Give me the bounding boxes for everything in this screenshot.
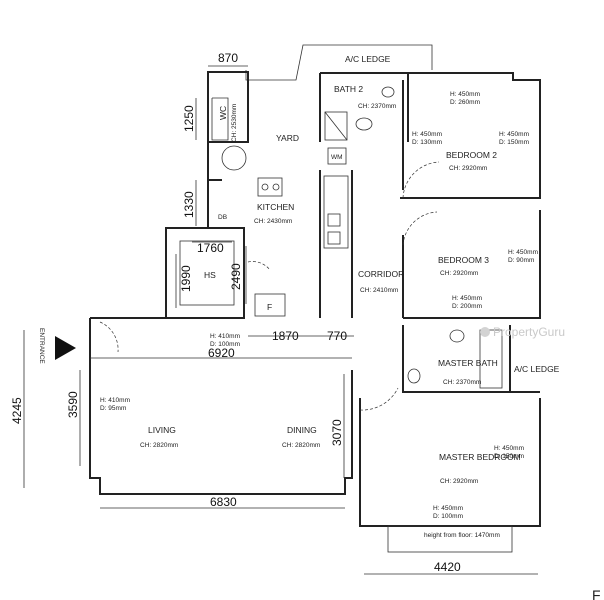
label-wc: WC: [218, 106, 228, 120]
label-living: LIVING: [148, 425, 176, 435]
label-f: F: [267, 302, 272, 312]
label-living-d: D: 95mm: [100, 405, 126, 412]
label-bedroom2: BEDROOM 2: [446, 150, 497, 160]
label-bed3-h1: H: 450mm: [508, 249, 538, 256]
label-master-bedroom-ch: CH: 2920mm: [440, 478, 478, 485]
dim-2490: 2490: [229, 263, 243, 290]
dim-1330: 1330: [182, 191, 196, 218]
label-bed2-d3: D: 150mm: [499, 139, 529, 146]
label-entrance: ENTRANCE: [38, 328, 45, 364]
master-bath-toilet-icon: [407, 368, 421, 384]
dim-1250: 1250: [182, 105, 196, 132]
dim-6830: 6830: [210, 495, 237, 509]
label-height-from-floor: height from floor: 1470mm: [424, 532, 500, 539]
label-bath2-ch: CH: 2370mm: [358, 103, 396, 110]
dim-1760: 1760: [197, 241, 224, 255]
label-master-bath: MASTER BATH: [438, 358, 498, 368]
label-bath2: BATH 2: [334, 84, 363, 94]
watermark: PropertyGuru: [480, 322, 565, 342]
label-corridor: CORRIDOR: [358, 269, 404, 279]
label-living-h: H: 410mm: [100, 397, 130, 404]
label-yard: YARD: [276, 133, 299, 143]
label-bed2-h2: H: 450mm: [412, 131, 442, 138]
bath2-basin-icon: [381, 86, 395, 98]
label-bed2-d2: D: 130mm: [412, 139, 442, 146]
label-bedroom2-ch: CH: 2920mm: [449, 165, 487, 172]
label-kitchen: KITCHEN: [257, 202, 294, 212]
label-bed3-d1: D: 90mm: [508, 257, 534, 264]
wc-toilet-icon: [221, 145, 247, 171]
dim-4420: 4420: [434, 560, 461, 574]
label-dining-ch: CH: 2820mm: [282, 442, 320, 449]
dim-1990: 1990: [179, 265, 193, 292]
dim-3590: 3590: [66, 391, 80, 418]
label-ac-ledge-top: A/C LEDGE: [345, 54, 391, 64]
label-bed3-h2: H: 450mm: [452, 295, 482, 302]
label-mbed-h1: H: 450mm: [494, 445, 524, 452]
label-kitchen-ch: CH: 2430mm: [254, 218, 292, 225]
dim-3070: 3070: [330, 419, 344, 446]
label-dining: DINING: [287, 425, 317, 435]
label-living-ch: CH: 2820mm: [140, 442, 178, 449]
dim-1870: 1870: [272, 329, 299, 343]
kitchen-sink-icon: [257, 177, 283, 197]
label-corridor-ch: CH: 2410mm: [360, 287, 398, 294]
label-wm: WM: [331, 154, 343, 161]
entrance-arrow-icon: [55, 336, 76, 360]
watermark-text: PropertyGuru: [493, 325, 566, 339]
label-bed2-h1: H: 450mm: [450, 91, 480, 98]
label-bed3-d2: D: 200mm: [452, 303, 482, 310]
wc-wall: [207, 71, 249, 143]
dim-4245: 4245: [10, 397, 24, 424]
dim-870: 870: [218, 51, 238, 65]
label-bed2-d1: D: 260mm: [450, 99, 480, 106]
dim-6920: 6920: [208, 346, 235, 360]
label-db: DB: [218, 214, 227, 221]
label-bedroom3: BEDROOM 3: [438, 255, 489, 265]
corner-mark: F: [592, 587, 601, 600]
dim-770: 770: [327, 329, 347, 343]
master-bath-basin-icon: [449, 329, 465, 343]
label-entry-h: H: 410mm: [210, 333, 240, 340]
label-ac-ledge-right: A/C LEDGE: [514, 364, 560, 374]
label-master-bath-ch: CH: 2370mm: [443, 379, 481, 386]
label-mbed-d1: D: 150mm: [494, 453, 524, 460]
label-master-bedroom: MASTER BEDROOM: [439, 452, 521, 462]
label-mbed-h2: H: 450mm: [433, 505, 463, 512]
watermark-logo-icon: [480, 327, 490, 337]
bath2-toilet-icon: [355, 117, 373, 131]
label-entry-d: D: 100mm: [210, 341, 240, 348]
label-hs: HS: [204, 270, 216, 280]
label-mbed-d2: D: 100mm: [433, 513, 463, 520]
label-wc-ch: CH: 2530mm: [231, 104, 238, 142]
label-bedroom3-ch: CH: 2920mm: [440, 270, 478, 277]
label-bed2-h3: H: 450mm: [499, 131, 529, 138]
